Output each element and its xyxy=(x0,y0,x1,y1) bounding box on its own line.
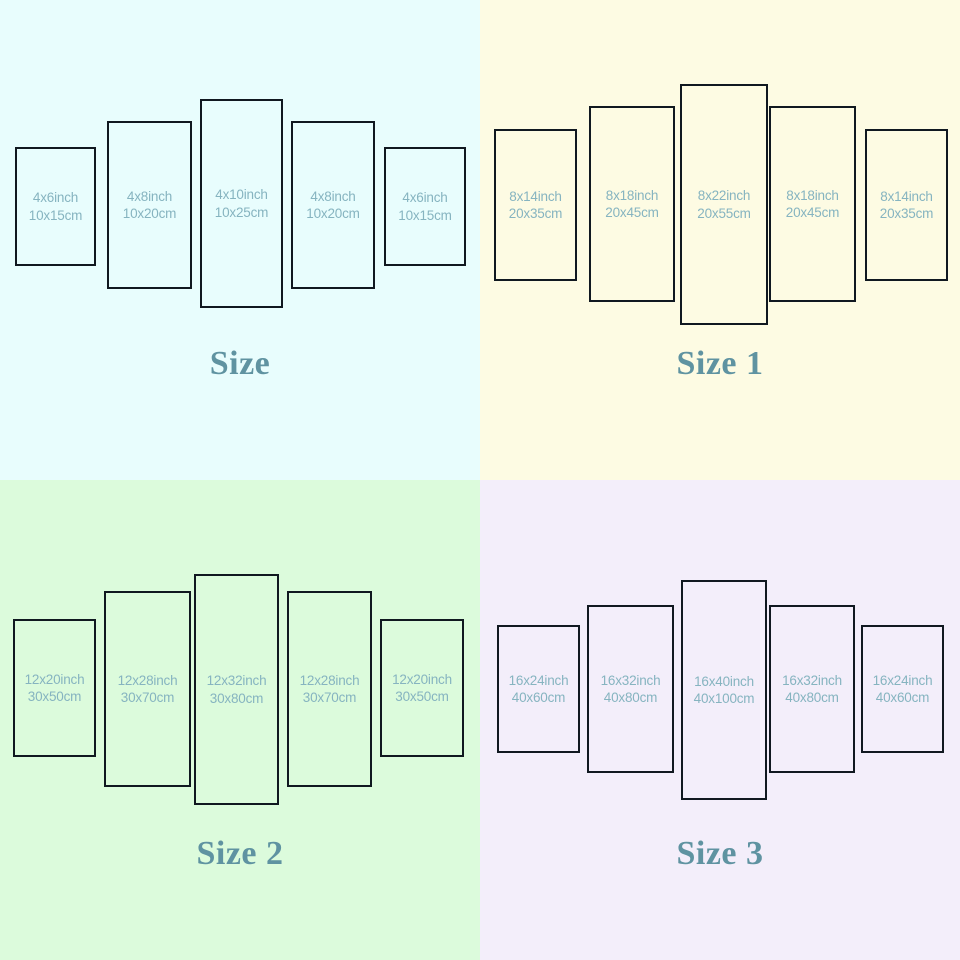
panel-size-label: 12x20inch 30x50cm xyxy=(392,671,452,706)
panel[interactable]: 4x8inch 10x20cm xyxy=(291,121,375,289)
panel-size-cm: 10x25cm xyxy=(214,204,269,220)
panel-size-cm: 40x100cm xyxy=(693,691,755,706)
panel-size-label: 8x14inch 20x35cm xyxy=(508,188,563,223)
panel[interactable]: 16x32inch 40x80cm xyxy=(769,605,855,773)
panel-size-label: 16x40inch 40x100cm xyxy=(694,673,755,708)
panel-size-inch: 8x14inch xyxy=(880,188,933,204)
panel-size-inch: 4x8inch xyxy=(310,188,356,204)
panel-size-cm: 10x15cm xyxy=(28,207,83,223)
quadrant-title-size-3: Size 3 xyxy=(676,835,764,872)
panel-size-inch: 12x32inch xyxy=(206,673,267,689)
panel-size-inch: 16x40inch xyxy=(694,673,754,689)
panel-size-inch: 8x18inch xyxy=(786,187,839,203)
panel-size-inch: 16x32inch xyxy=(782,672,842,688)
panel-size-label: 16x32inch 40x80cm xyxy=(782,672,842,707)
panel-size-cm: 20x35cm xyxy=(879,206,934,221)
panel-size-label: 12x28inch 30x70cm xyxy=(300,672,360,707)
panel-size-inch: 12x28inch xyxy=(117,672,178,688)
quadrant-title-size-1: Size 1 xyxy=(676,345,764,382)
quadrant-size-2: 12x20inch 30x50cm 12x28inch 30x70cm 12x32inc… xyxy=(0,480,480,960)
panel-size-cm: 30x70cm xyxy=(302,690,357,705)
panel[interactable]: 12x28inch 30x70cm xyxy=(287,591,372,787)
panel-size-label: 12x28inch 30x70cm xyxy=(118,672,178,707)
panel-size-cm: 10x20cm xyxy=(306,206,360,221)
panel-size-cm: 10x15cm xyxy=(398,207,452,223)
quadrant-size-3: 16x24inch 40x60cm 16x32inch 40x80cm 16x40inc… xyxy=(480,480,960,960)
panel[interactable]: 16x24inch 40x60cm xyxy=(497,625,580,753)
panel-size-cm: 30x80cm xyxy=(209,690,264,706)
panel[interactable]: 12x20inch 30x50cm xyxy=(13,619,96,757)
panel-size-label: 4x8inch 10x20cm xyxy=(306,188,360,223)
panel[interactable]: 4x8inch 10x20cm xyxy=(107,121,192,289)
quadrant-title-size-2: Size 2 xyxy=(196,835,284,872)
panel-size-cm: 20x35cm xyxy=(508,206,563,221)
panel-size-label: 12x20inch 30x50cm xyxy=(25,671,85,706)
panel[interactable]: 12x28inch 30x70cm xyxy=(104,591,191,787)
panel-size-label: 16x24inch 40x60cm xyxy=(509,672,569,707)
panel-size-inch: 4x6inch xyxy=(32,190,79,206)
panel[interactable]: 16x24inch 40x60cm xyxy=(861,625,944,753)
panel-size-cm: 40x60cm xyxy=(511,690,566,705)
panel-size-label: 8x18inch 20x45cm xyxy=(605,187,659,222)
panel-size-inch: 4x8inch xyxy=(126,188,173,204)
panel-size-cm: 10x20cm xyxy=(122,206,177,221)
panel-size-label: 8x14inch 20x35cm xyxy=(879,188,934,223)
panel-size-inch: 8x22inch xyxy=(697,188,751,204)
panel-size-cm: 40x60cm xyxy=(875,690,930,705)
panel[interactable]: 8x14inch 20x35cm xyxy=(494,129,577,281)
panel-size-inch: 12x20inch xyxy=(392,671,452,687)
panel-size-cm: 30x50cm xyxy=(27,689,82,704)
panel-group-size-2: 12x20inch 30x50cm 12x28inch 30x70cm 12x32inc… xyxy=(0,480,480,960)
panel-size-inch: 4x6inch xyxy=(402,190,448,206)
panel[interactable]: 8x14inch 20x35cm xyxy=(865,129,948,281)
panel-size-inch: 12x28inch xyxy=(299,672,360,688)
panel-size-inch: 16x24inch xyxy=(872,672,933,688)
panel[interactable]: 8x18inch 20x45cm xyxy=(589,106,675,302)
quadrant-title-size: Size xyxy=(209,345,271,382)
panel-size-inch: 12x20inch xyxy=(24,671,85,687)
panel-size-cm: 20x55cm xyxy=(697,205,751,221)
panel[interactable]: 12x20inch 30x50cm xyxy=(380,619,464,757)
panel-size-inch: 16x32inch xyxy=(600,672,661,688)
panel-size-label: 8x18inch 20x45cm xyxy=(785,187,840,222)
panel-size-label: 16x32inch 40x80cm xyxy=(601,672,661,707)
panel[interactable]: 16x32inch 40x80cm xyxy=(587,605,674,773)
panel-size-label: 4x8inch 10x20cm xyxy=(122,188,177,223)
panel-size-inch: 16x24inch xyxy=(508,672,569,688)
panel-size-cm: 20x45cm xyxy=(605,205,659,220)
panel-size-cm: 30x70cm xyxy=(120,690,175,705)
panel[interactable]: 16x40inch 40x100cm xyxy=(681,580,767,800)
panel-group-size-3: 16x24inch 40x60cm 16x32inch 40x80cm 16x40inc… xyxy=(480,480,960,960)
panel-size-cm: 40x80cm xyxy=(603,690,658,705)
panel[interactable]: 8x18inch 20x45cm xyxy=(769,106,856,302)
panel-size-label: 16x24inch 40x60cm xyxy=(873,672,933,707)
panel-size-inch: 8x18inch xyxy=(605,187,659,203)
panel-size-cm: 40x80cm xyxy=(785,690,839,705)
panel-size-inch: 4x10inch xyxy=(215,187,268,203)
panel-size-cm: 30x50cm xyxy=(395,689,449,704)
panel-size-cm: 20x45cm xyxy=(785,205,840,220)
panel-size-inch: 8x14inch xyxy=(509,188,562,204)
